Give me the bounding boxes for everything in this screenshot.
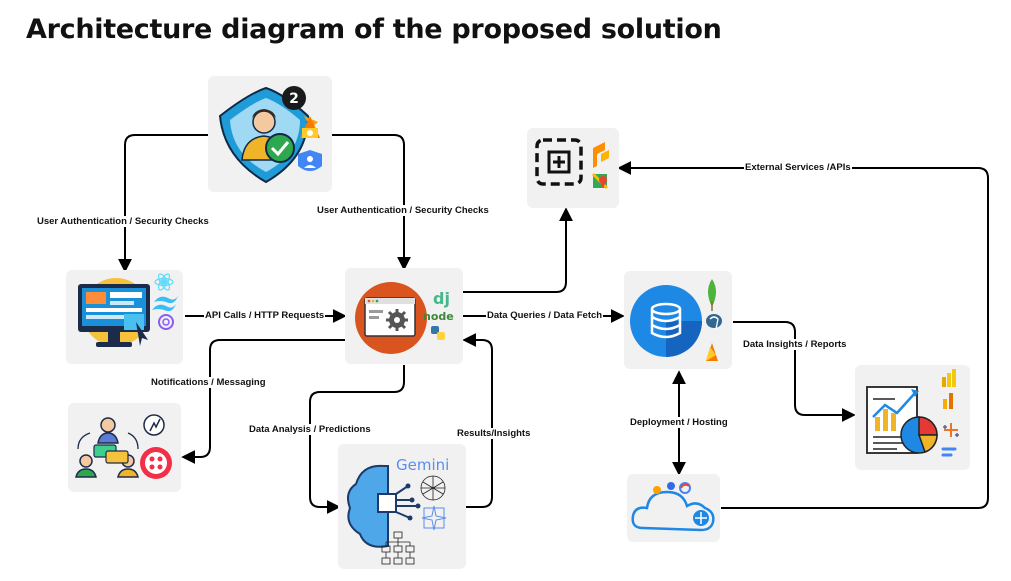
- edge-cloud-external: [617, 161, 989, 509]
- external-services-node: [527, 128, 619, 208]
- label-frontend-backend: API Calls / HTTP Requests: [204, 310, 326, 321]
- label-backend-ai: Data Analysis / Predictions: [248, 424, 372, 435]
- label-auth-backend: User Authentication / Security Checks: [316, 205, 490, 216]
- messaging-users-icon: [75, 414, 172, 479]
- analytics-node: [855, 365, 970, 470]
- label-db-analytics: Data Insights / Reports: [742, 339, 848, 350]
- cloud-hosting-icon: [631, 482, 715, 532]
- cloud-node: [627, 474, 720, 542]
- label-backend-db: Data Queries / Data Fetch: [486, 310, 604, 321]
- node-icon-text: node: [423, 310, 454, 323]
- external-apis-icon: [535, 138, 609, 190]
- label-ai-backend: Results/Insights: [456, 428, 532, 439]
- ai-node: Gemini: [338, 444, 466, 569]
- database-icon: [630, 279, 722, 361]
- analytics-report-icon: [866, 369, 959, 457]
- diagram-title: Architecture diagram of the proposed sol…: [26, 14, 722, 45]
- decision-tree-icon: [381, 531, 415, 565]
- neural-net-icon: [420, 475, 446, 501]
- django-icon-text: dj: [433, 289, 450, 308]
- label-cloud-external: External Services /APIs: [744, 162, 852, 173]
- backend-server-gear-icon: dj node: [355, 282, 454, 354]
- auth-badge-text: 2: [289, 91, 299, 107]
- user-shield-auth-icon: 2: [218, 86, 322, 184]
- edge-ai-backend: [462, 333, 493, 508]
- database-node: [624, 271, 732, 369]
- edge-auth-frontend: [118, 134, 208, 273]
- backend-node: dj node: [345, 268, 463, 364]
- edge-auth-backend: [332, 134, 411, 271]
- gemini-icon-text: Gemini: [396, 456, 449, 474]
- frontend-monitor-icon: [78, 273, 178, 347]
- frontend-node: [66, 270, 183, 364]
- notifications-node: [68, 403, 181, 492]
- ai-brain-icon: Gemini: [347, 456, 449, 565]
- auth-node: 2: [208, 76, 332, 192]
- edge-db-analytics: [733, 321, 856, 422]
- edge-backend-ai: [309, 365, 405, 514]
- edge-backend-notify: [181, 339, 345, 464]
- label-db-cloud: Deployment / Hosting: [629, 417, 729, 428]
- label-auth-frontend: User Authentication / Security Checks: [36, 216, 210, 227]
- label-backend-notify: Notifications / Messaging: [150, 377, 267, 388]
- sparkle-icon: [421, 505, 447, 531]
- edge-backend-external: [463, 207, 573, 293]
